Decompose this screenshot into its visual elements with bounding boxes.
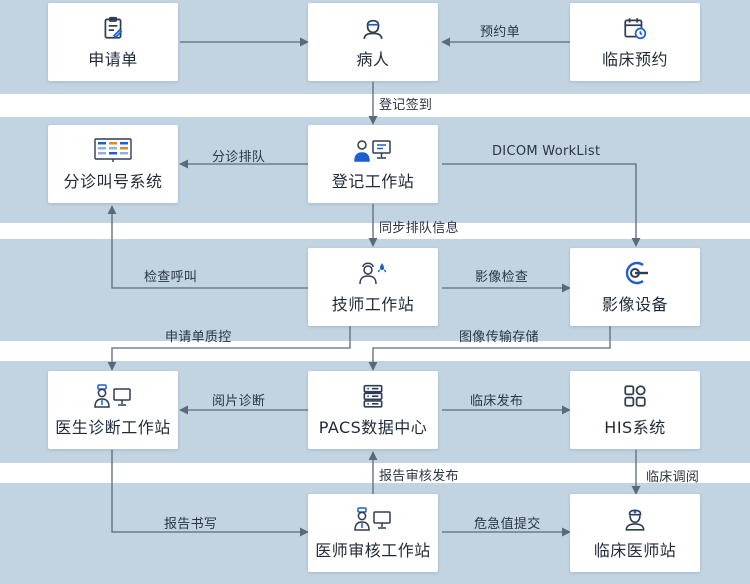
clipboard-edit-icon <box>93 14 133 42</box>
node-pacs: PACS数据中心 <box>308 371 438 449</box>
node-application-label: 申请单 <box>88 50 138 69</box>
edge-label-worklist: DICOM WorkList <box>492 144 601 159</box>
patient-icon <box>353 14 393 42</box>
node-appointment: 临床预约 <box>570 3 700 81</box>
edge-label-sync-queue: 同步排队信息 <box>379 221 459 236</box>
node-appointment-label: 临床预约 <box>601 50 668 69</box>
node-technician-ws: 技师工作站 <box>308 248 438 326</box>
edge-label-triage: 分诊排队 <box>212 150 266 165</box>
queue-screen-icon <box>93 136 133 164</box>
node-review-ws: 医师审核工作站 <box>308 494 438 572</box>
node-pacs-label: PACS数据中心 <box>318 418 428 437</box>
arrow-diagnosis-review <box>111 450 309 537</box>
edge-label-imaging-exam: 影像检查 <box>475 270 529 285</box>
node-imaging-device: 影像设备 <box>570 248 700 326</box>
node-clinical-ws: 临床医师站 <box>570 494 700 572</box>
arrow-registration-device <box>442 163 641 247</box>
arrow-technician-diagnosis <box>107 326 351 371</box>
edge-label-report-writing: 报告书写 <box>164 517 218 532</box>
edge-label-report-publish: 报告审核发布 <box>379 469 459 484</box>
node-registration-ws: 登记工作站 <box>308 125 438 203</box>
app-grid-icon <box>615 382 655 410</box>
edge-label-clinical-view: 临床调阅 <box>646 470 700 485</box>
node-his-label: HIS系统 <box>604 418 666 437</box>
doctor-monitor-icon <box>93 382 133 410</box>
node-queue-system: 分诊叫号系统 <box>48 125 178 203</box>
node-diagnosis-ws: 医生诊断工作站 <box>48 371 178 449</box>
node-review-ws-label: 医师审核工作站 <box>315 541 431 560</box>
node-his: HIS系统 <box>570 371 700 449</box>
node-patient-label: 病人 <box>356 50 390 69</box>
edge-label-reading: 阅片诊断 <box>212 394 266 409</box>
edge-label-quality-control: 申请单质控 <box>165 330 232 345</box>
edge-label-check-in: 登记签到 <box>379 98 433 113</box>
node-registration-ws-label: 登记工作站 <box>331 172 415 191</box>
doctor-monitor-icon <box>353 505 393 533</box>
edge-label-booking: 预约单 <box>480 25 520 40</box>
edge-label-exam-call: 检查呼叫 <box>144 270 198 285</box>
arrow-technician-queue <box>107 205 308 289</box>
node-queue-system-label: 分诊叫号系统 <box>63 172 163 191</box>
node-clinical-ws-label: 临床医师站 <box>593 541 677 560</box>
doctor-icon <box>615 505 655 533</box>
node-patient: 病人 <box>308 3 438 81</box>
edge-label-critical-submit: 危急值提交 <box>474 517 541 532</box>
server-stack-icon <box>353 382 393 410</box>
arrow-device-pacs <box>368 326 611 371</box>
node-technician-ws-label: 技师工作站 <box>331 295 415 314</box>
node-diagnosis-ws-label: 医生诊断工作站 <box>55 418 171 437</box>
node-application: 申请单 <box>48 3 178 81</box>
node-imaging-device-label: 影像设备 <box>601 295 668 314</box>
doctor-computer-icon <box>353 136 393 164</box>
edge-label-image-storage: 图像传输存储 <box>459 330 539 345</box>
ct-scanner-icon <box>615 259 655 287</box>
calendar-clock-icon <box>615 14 655 42</box>
edge-label-clinical-publish: 临床发布 <box>470 394 524 409</box>
technician-radiation-icon <box>353 259 393 287</box>
